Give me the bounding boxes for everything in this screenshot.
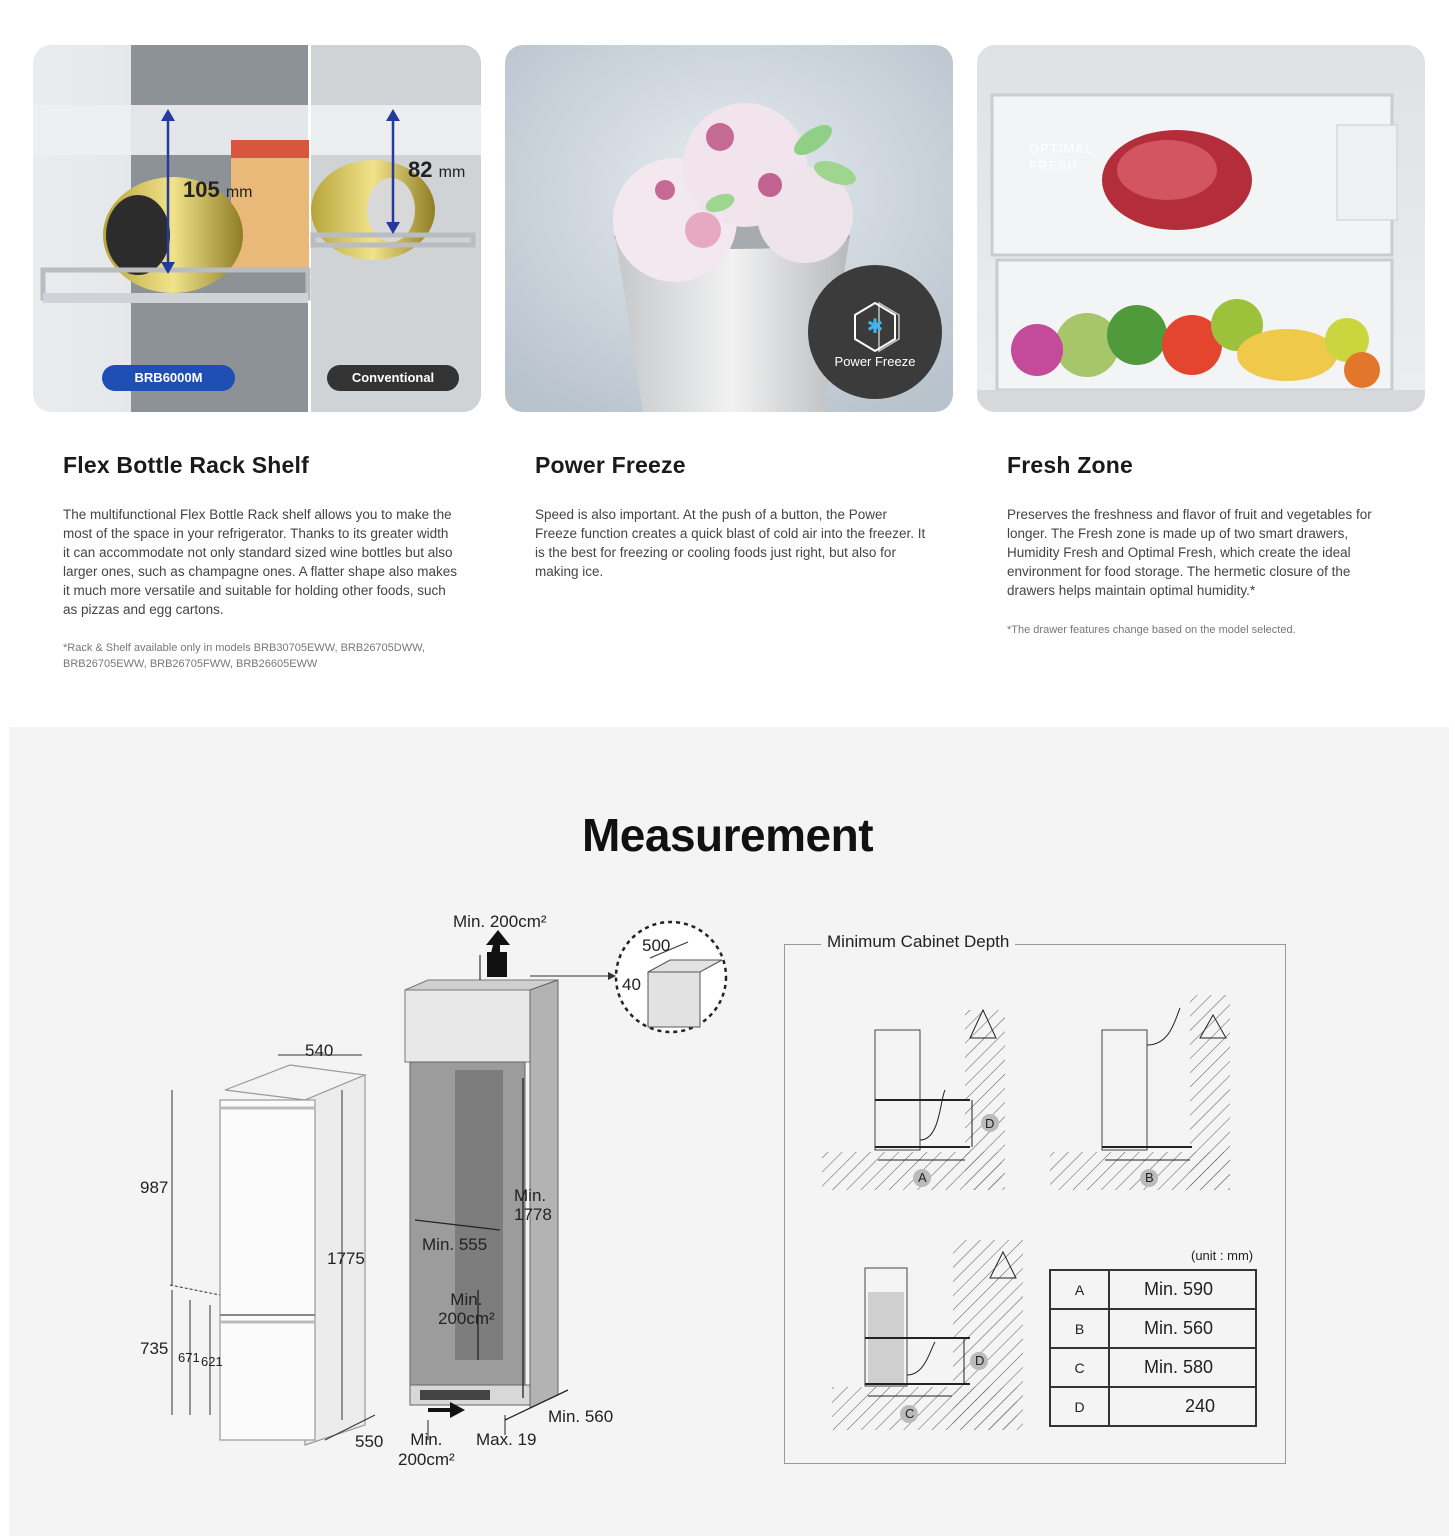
fridge-h2-label: 621 bbox=[201, 1354, 223, 1369]
optimal-fresh-label: OPTIMAL FRESH bbox=[1029, 141, 1094, 173]
right-measure-label: 82 mm bbox=[408, 157, 466, 182]
min-cabinet-depth-title: Minimum Cabinet Depth bbox=[821, 932, 1016, 952]
flex-bottle-title: Flex Bottle Rack Shelf bbox=[63, 452, 309, 478]
left-measure-label: 105 mm bbox=[183, 177, 253, 202]
fridge-depth-label: 550 bbox=[355, 1432, 384, 1451]
measurement-title: Measurement bbox=[581, 809, 874, 861]
snowflake-icon: ✱ bbox=[867, 314, 884, 338]
power-freeze-title: Power Freeze bbox=[535, 452, 686, 478]
cabinet-depth-label: Min. 560 bbox=[548, 1407, 614, 1426]
marker-c: C bbox=[905, 1406, 915, 1421]
power-freeze-description: Speed is also important. At the push of … bbox=[535, 507, 926, 579]
vent-top-label: Min. 200cm² bbox=[453, 912, 547, 931]
fresh-zone-note: *The drawer features change based on the… bbox=[1007, 624, 1296, 636]
flex-bottle-rack-image: 105 mm 82 mm BRB6000M Conventional bbox=[33, 45, 481, 412]
fridge-top-height-label: 987 bbox=[140, 1178, 169, 1197]
fridge-h1-label: 671 bbox=[178, 1350, 200, 1365]
fridge-bottom-height-label: 735 bbox=[140, 1339, 169, 1358]
flex-bottle-note: *Rack & Shelf available only in models B… bbox=[63, 642, 425, 670]
installation-diagram bbox=[169, 920, 728, 1446]
marker-d-1: D bbox=[985, 1116, 995, 1131]
fresh-zone-image: OPTIMAL FRESH bbox=[977, 45, 1425, 412]
conventional-badge: Conventional bbox=[327, 365, 459, 391]
power-freeze-badge: Power Freeze bbox=[834, 354, 916, 369]
marker-d-2: D bbox=[975, 1353, 985, 1368]
min-cabinet-depth-panel bbox=[784, 944, 1286, 1464]
fridge-width-label: 540 bbox=[305, 1041, 334, 1060]
marker-b: B bbox=[1145, 1170, 1154, 1185]
fridge-total-height-label: 1775 bbox=[327, 1249, 365, 1268]
brb6000m-badge: BRB6000M bbox=[102, 365, 235, 391]
fresh-zone-title: Fresh Zone bbox=[1007, 452, 1133, 478]
detail-width-label: 500 bbox=[642, 936, 671, 955]
vent-mid-label: Min. 200cm² bbox=[438, 1290, 495, 1328]
cabinet-depth-diagrams bbox=[822, 995, 1230, 1430]
cabinet-height-label: Min. 1778 bbox=[514, 1186, 552, 1224]
unit-label: (unit : mm) bbox=[1191, 1248, 1254, 1263]
flex-bottle-description: The multifunctional Flex Bottle Rack she… bbox=[63, 507, 457, 617]
fresh-zone-description: Preserves the freshness and flavor of fr… bbox=[1007, 507, 1372, 598]
cabinet-gap-label: Max. 19 bbox=[476, 1430, 537, 1449]
detail-height-label: 40 bbox=[622, 975, 641, 994]
cabinet-width-label: Min. 555 bbox=[422, 1235, 488, 1254]
vent-bottom-label: Min. 200cm² bbox=[398, 1430, 455, 1469]
power-freeze-image: ✱ Power Freeze bbox=[505, 45, 953, 412]
marker-a: A bbox=[918, 1170, 927, 1185]
